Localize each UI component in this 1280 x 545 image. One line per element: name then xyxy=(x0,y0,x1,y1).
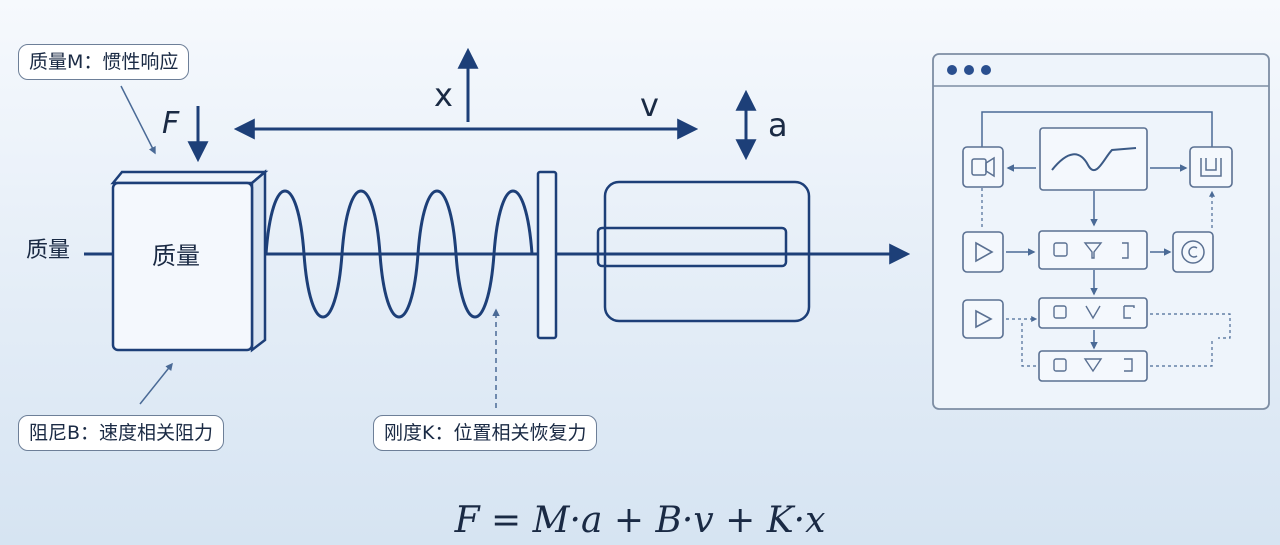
camera-icon xyxy=(962,146,1004,188)
filter-icon xyxy=(1038,350,1148,382)
damping-callout: 阻尼B：速度相关阻力 xyxy=(18,415,225,451)
mass-left-label: 质量 xyxy=(26,238,71,263)
v-label: v xyxy=(640,86,659,124)
impedance-equation: F = M·a + B·v + K·x xyxy=(454,500,826,541)
force-label: F xyxy=(162,106,180,141)
waveform-icon xyxy=(1039,127,1148,191)
software-window xyxy=(932,53,1270,410)
controller-icon xyxy=(1172,231,1214,273)
x-label: x xyxy=(434,76,453,114)
actuator-cylinder xyxy=(603,180,811,323)
filter-icon xyxy=(1038,297,1148,329)
mass-block xyxy=(110,169,269,353)
mass-leader-line xyxy=(120,85,156,155)
actuator-piston xyxy=(596,226,788,268)
a-label: a xyxy=(768,106,788,144)
mass-callout: 质量M：惯性响应 xyxy=(18,44,190,80)
filter-icon xyxy=(1038,230,1148,270)
damping-leader-line xyxy=(139,362,173,405)
window-dot xyxy=(947,65,957,75)
window-dot xyxy=(964,65,974,75)
play-icon xyxy=(962,231,1004,273)
spring xyxy=(264,189,538,319)
mass-block-label: 质量 xyxy=(152,242,200,270)
window-dot xyxy=(981,65,991,75)
sensor-icon xyxy=(1189,146,1233,188)
play-icon xyxy=(962,299,1004,339)
damper-plate xyxy=(536,170,558,340)
stiffness-callout: 刚度K：位置相关恢复力 xyxy=(373,415,598,451)
